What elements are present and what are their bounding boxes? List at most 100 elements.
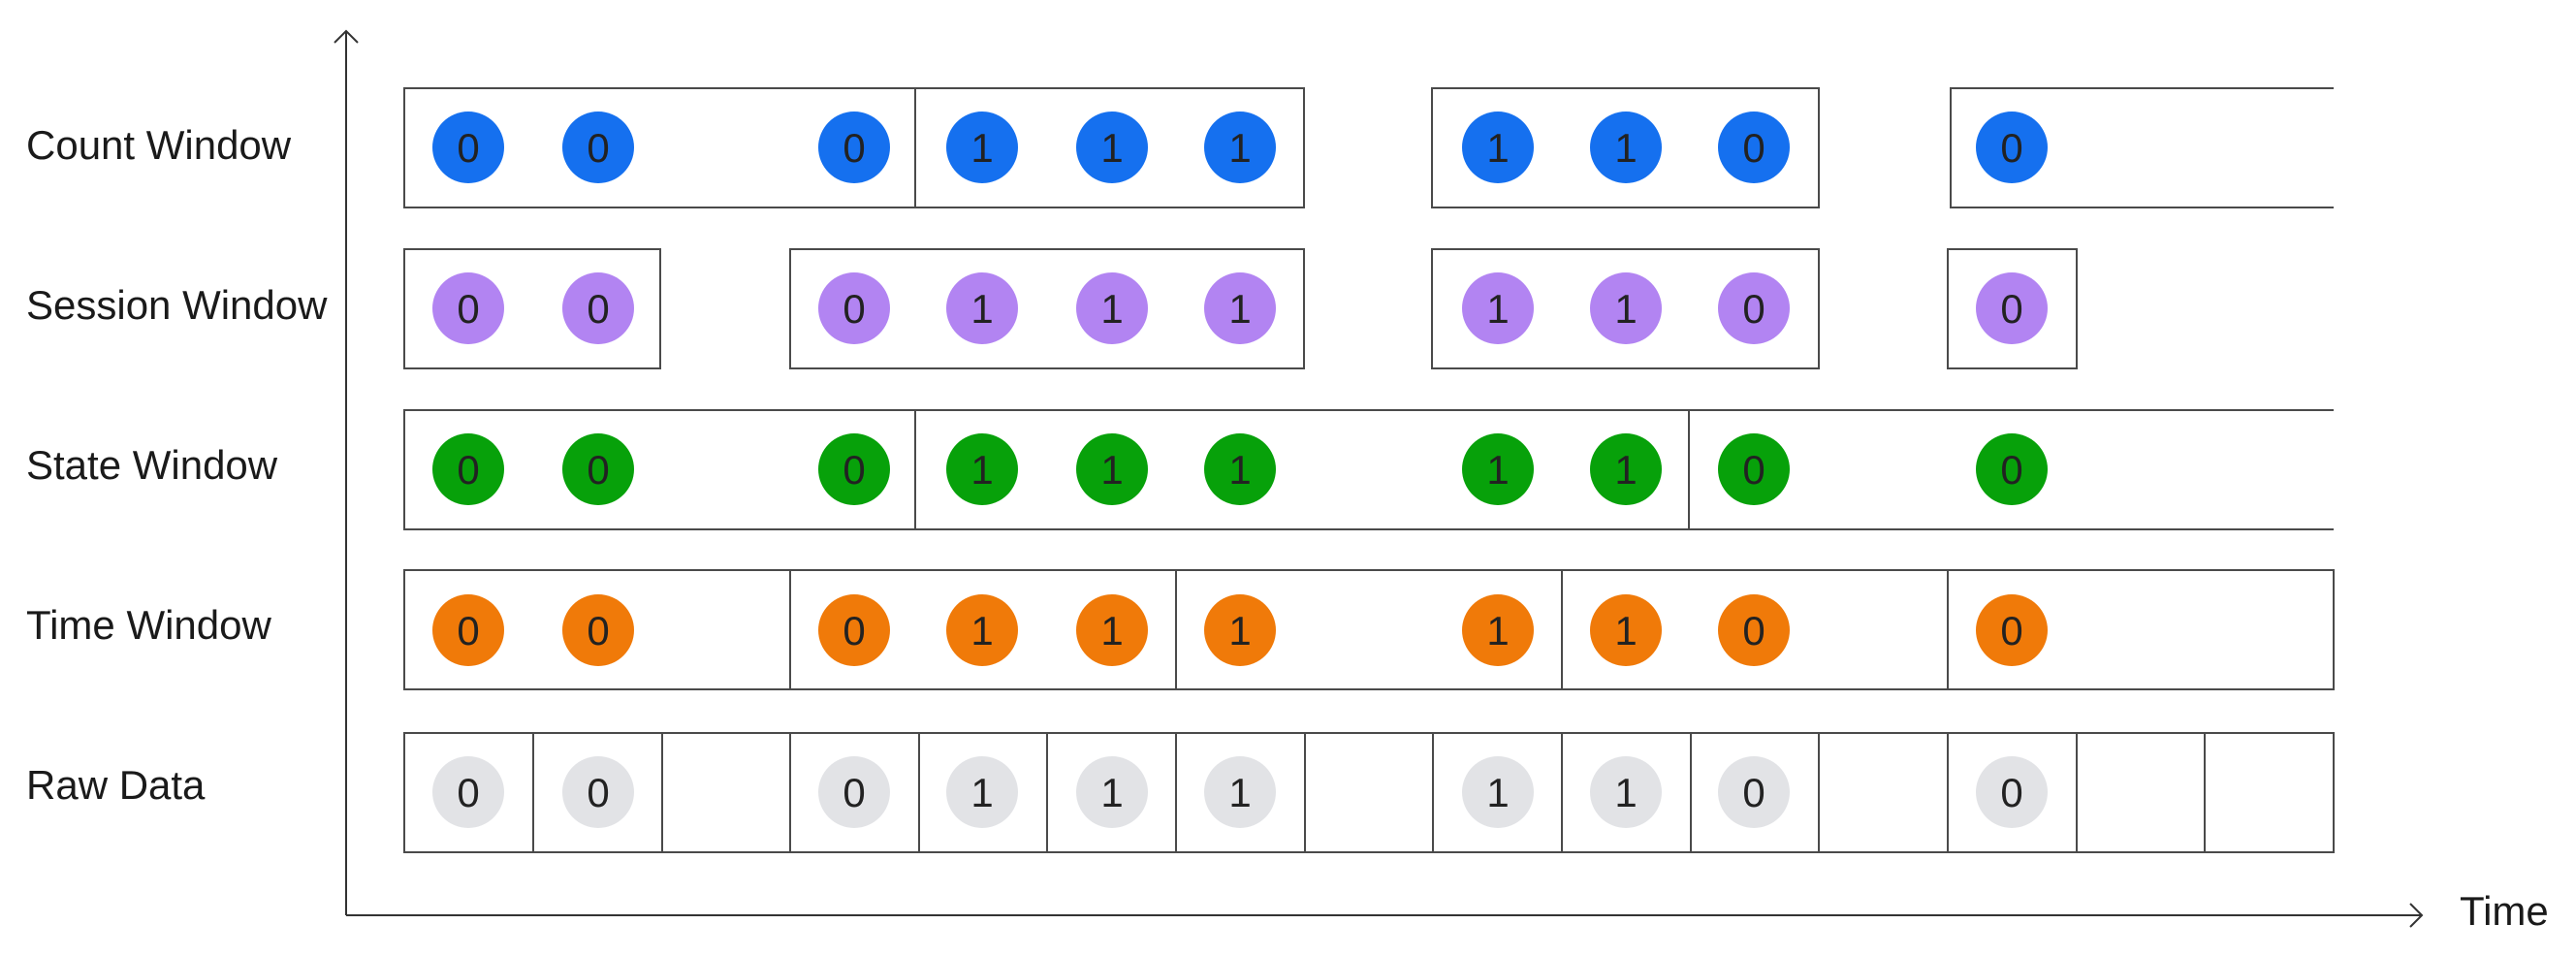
count-data-point-value: 1 [970,125,993,171]
session-data-point-value: 1 [1228,286,1251,332]
time-data-point [1076,594,1148,666]
count-data-point [1076,112,1148,183]
time-data-point [1590,594,1662,666]
time-data-point [1718,594,1790,666]
session-data-point-value: 0 [1742,286,1765,332]
row-label-session-window: Session Window [26,282,328,328]
state-data-point-value: 1 [1614,447,1637,493]
count-data-point [1590,112,1662,183]
state-data-point [946,433,1018,505]
time-data-point [946,594,1018,666]
count-data-point-value: 0 [1742,125,1765,171]
state-data-point [1976,433,2048,505]
state-data-point [1076,433,1148,505]
raw-data-point [818,756,890,828]
count-data-point-value: 1 [1486,125,1509,171]
row-label-state-window: State Window [26,442,278,488]
session-data-point [1462,272,1534,344]
state-window-boxes [403,409,2334,530]
raw-data-point [432,756,504,828]
time-data-point-value: 1 [1614,608,1637,653]
count-data-point [1976,112,2048,183]
count-data-point [1462,112,1534,183]
raw-data-cell [1818,732,1949,853]
session-data-point [818,272,890,344]
raw-data-cell [2204,732,2335,853]
session-data-point-value: 1 [1100,286,1123,332]
count-data-point [432,112,504,183]
raw-data-point-value: 0 [2000,770,2022,815]
session-data-point-value: 1 [1486,286,1509,332]
session-data-point-value: 0 [587,286,609,332]
time-data-point [432,594,504,666]
session-data-point-value: 0 [457,286,479,332]
time-window-boxes [403,569,2335,690]
state-data-point [562,433,634,505]
row-label-count-window: Count Window [26,122,292,168]
raw-data-cell [2076,732,2206,853]
time-data-point [562,594,634,666]
row-labels: Count Window Session Window State Window… [26,122,328,808]
time-data-point-value: 0 [457,608,479,653]
time-data-point [1204,594,1276,666]
time-data-point-value: 0 [843,608,865,653]
count-data-point [818,112,890,183]
raw-data-point [1462,756,1534,828]
count-window-open-box [1950,87,2334,208]
state-data-point-value: 1 [1228,447,1251,493]
raw-data-point-value: 1 [1614,770,1637,815]
time-data-point [1976,594,2048,666]
x-axis-arrowhead [2409,903,2424,928]
state-window-box [914,409,1690,530]
raw-data-point [1076,756,1148,828]
session-window-box [789,248,1305,369]
count-data-point-value: 0 [2000,125,2022,171]
session-window-box [1947,248,2078,369]
raw-data-point [1204,756,1276,828]
state-data-point-value: 0 [587,447,609,493]
state-data-point [1204,433,1276,505]
raw-data-point [562,756,634,828]
raw-data-point-value: 1 [1100,770,1123,815]
time-data-point-value: 0 [2000,608,2022,653]
session-data-point-value: 0 [843,286,865,332]
count-data-point [1718,112,1790,183]
raw-data-cells [403,732,2335,853]
state-data-point-value: 0 [843,447,865,493]
session-data-point [1976,272,2048,344]
state-data-point-value: 0 [2000,447,2022,493]
state-data-point [818,433,890,505]
session-data-point [1590,272,1662,344]
session-data-point-value: 1 [970,286,993,332]
count-data-point-value: 1 [1614,125,1637,171]
session-data-point [562,272,634,344]
count-data-point-value: 0 [587,125,609,171]
raw-data-point-value: 0 [587,770,609,815]
state-data-point-value: 0 [1742,447,1765,493]
state-data-point-value: 1 [970,447,993,493]
raw-data-point [1976,756,2048,828]
state-data-point-value: 1 [1100,447,1123,493]
count-data-point-value: 0 [843,125,865,171]
time-data-point [1462,594,1534,666]
row-label-raw-data: Raw Data [26,762,206,808]
session-window-box [403,248,661,369]
session-data-point-value: 1 [1614,286,1637,332]
time-window-box [1947,569,2335,690]
row-label-time-window: Time Window [26,602,271,648]
y-axis-arrowhead [334,29,359,44]
state-data-point [432,433,504,505]
count-window-box [914,87,1305,208]
session-window-box [1431,248,1820,369]
raw-data-cell [661,732,791,853]
time-data-point-value: 0 [1742,608,1765,653]
raw-data-point-value: 1 [970,770,993,815]
count-data-point-value: 1 [1100,125,1123,171]
raw-data-point-value: 0 [457,770,479,815]
raw-data-point-value: 1 [1486,770,1509,815]
raw-data-point-value: 0 [1742,770,1765,815]
session-data-point [1718,272,1790,344]
raw-data-point [1590,756,1662,828]
